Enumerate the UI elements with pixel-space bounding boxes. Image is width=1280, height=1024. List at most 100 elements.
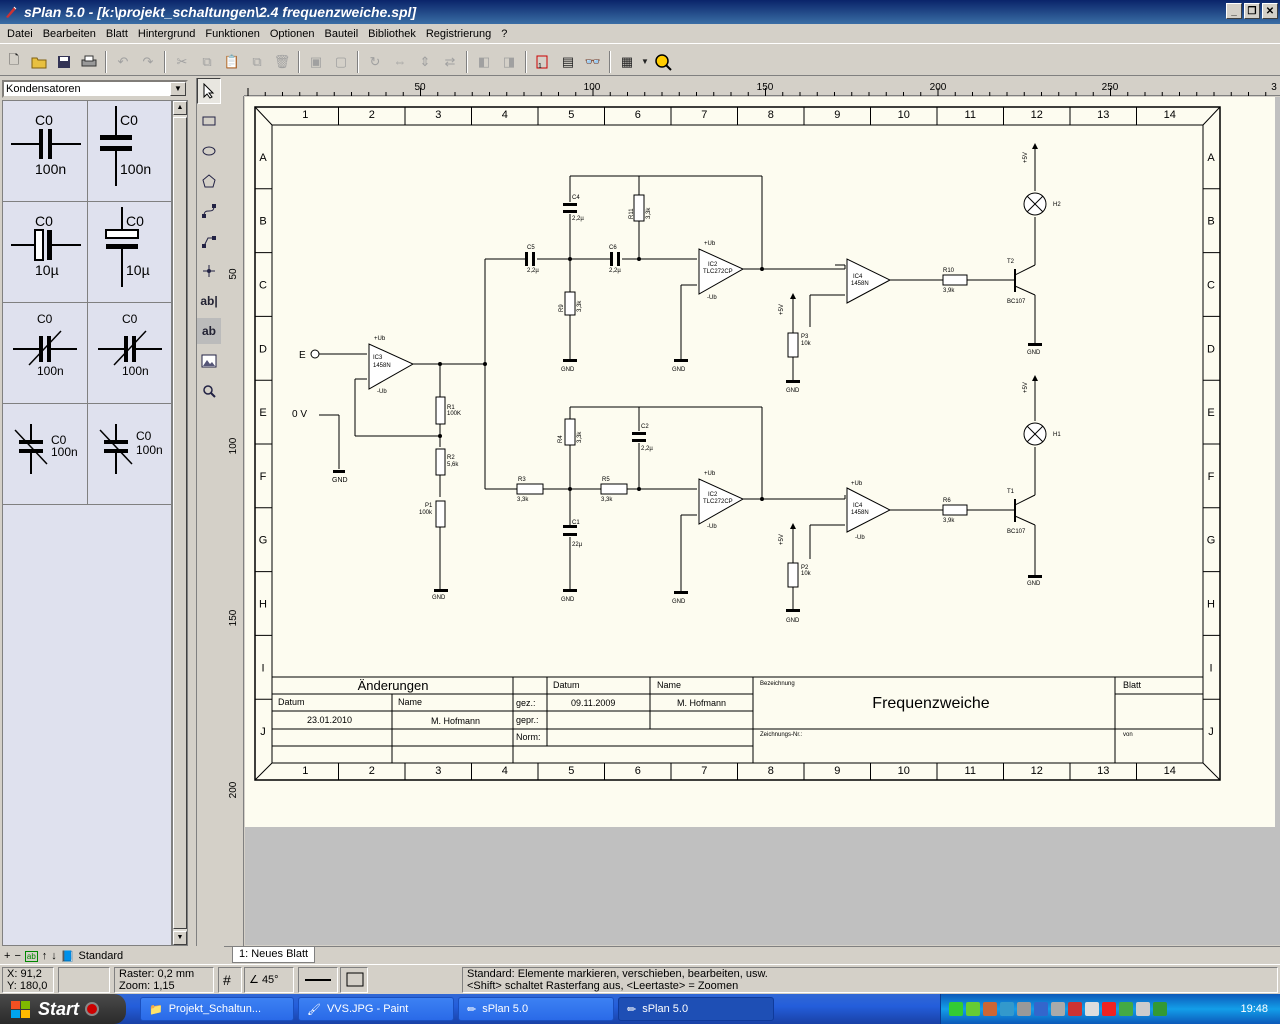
angle-cell[interactable]: ∠ 45° (244, 967, 294, 993)
menu-optionen[interactable]: Optionen (269, 27, 315, 40)
scroll-down-icon[interactable]: ▼ (173, 931, 187, 945)
menu-hintergrund[interactable]: Hintergrund (137, 27, 196, 40)
tray-icon[interactable] (1000, 1002, 1014, 1016)
tray-icon[interactable] (1102, 1002, 1116, 1016)
ellipse-tool-icon[interactable] (197, 138, 221, 164)
component-editor-icon[interactable]: 1 (531, 50, 555, 74)
tray-icon[interactable] (1051, 1002, 1065, 1016)
textbox-tool-icon[interactable]: ab (197, 318, 221, 344)
line-tool-icon[interactable] (197, 228, 221, 254)
ungroup-icon[interactable]: ▢ (334, 53, 348, 69)
arrow-down-icon[interactable]: ↓ (51, 950, 57, 962)
chevron-down-icon[interactable]: ▼ (170, 82, 186, 96)
rotate-icon[interactable]: ↻ (369, 53, 381, 69)
menu-bearbeiten[interactable]: Bearbeiten (42, 27, 96, 40)
flip-icon[interactable]: ⇄ (444, 53, 456, 69)
tray-icon[interactable] (983, 1002, 997, 1016)
h1-label: H1 (1053, 432, 1061, 438)
frame-row-label-right: H (1207, 599, 1215, 611)
task-paint[interactable]: 🖌VVS.JPG - Paint (298, 997, 454, 1021)
parts-list-icon[interactable]: ▤ (561, 53, 575, 69)
open-folder-icon[interactable] (27, 50, 51, 74)
duplicate-icon[interactable]: ⧉ (252, 53, 262, 69)
remove-icon[interactable]: − (14, 950, 21, 962)
undo-icon[interactable]: ↶ (117, 53, 129, 69)
menu-bauteil[interactable]: Bauteil (324, 27, 359, 40)
tray-icon[interactable] (1119, 1002, 1133, 1016)
task-splan-1[interactable]: ✏sPlan 5.0 (458, 997, 614, 1021)
tray-icon[interactable] (1136, 1002, 1150, 1016)
pointer-tool-icon[interactable] (197, 78, 221, 104)
tray-icon[interactable] (949, 1002, 963, 1016)
tray-icon[interactable] (1085, 1002, 1099, 1016)
library-edit-icon[interactable]: ab (24, 950, 38, 962)
component-variable-capacitor[interactable]: C0 100n (3, 303, 88, 404)
task-projekt-schaltungen[interactable]: 📁Projekt_Schaltun... (140, 997, 294, 1021)
tray-icon[interactable] (1153, 1002, 1167, 1016)
library-select[interactable]: Kondensatoren ▼ (2, 80, 188, 98)
add-icon[interactable]: + (4, 950, 11, 962)
menu-funktionen[interactable]: Funktionen (205, 27, 260, 40)
component-trimmer-capacitor-vertical[interactable]: C0 100n (88, 404, 173, 505)
delete-icon[interactable]: 🗑 (273, 53, 291, 69)
save-icon[interactable] (52, 50, 76, 74)
library-scrollbar[interactable]: ▲ ▼ (172, 100, 188, 946)
grid-icon[interactable]: ▦ (620, 53, 634, 69)
frame-row-label-right: A (1207, 152, 1215, 164)
angle-value: 45° (261, 974, 279, 986)
group-icon[interactable]: ▣ (309, 53, 323, 69)
component-capacitor-vertical[interactable]: C0 100n (88, 101, 173, 202)
arrow-up-icon[interactable]: ↑ (41, 950, 48, 962)
component-electrolytic-capacitor-vertical[interactable]: C0 10µ (88, 202, 173, 303)
junction-tool-icon[interactable] (197, 258, 221, 284)
zoom-tool-icon[interactable] (197, 378, 221, 404)
text-tool-icon[interactable]: ab| (200, 294, 218, 308)
redo-icon[interactable]: ↷ (142, 53, 154, 69)
tray-icon[interactable] (966, 1002, 980, 1016)
to-front-icon[interactable]: ◧ (477, 53, 491, 69)
zoom-fit-icon[interactable] (651, 50, 675, 74)
menu-registrierung[interactable]: Registrierung (425, 27, 492, 40)
bezier-tool-icon[interactable] (197, 198, 221, 224)
restore-button[interactable]: ❐ (1244, 3, 1260, 19)
capacitor-c1 (563, 525, 577, 536)
paste-icon[interactable]: 📋 (223, 53, 241, 69)
dropdown-arrow-icon[interactable]: ▼ (641, 57, 649, 66)
polygon-tool-icon[interactable] (197, 168, 221, 194)
scroll-thumb[interactable] (173, 117, 187, 929)
component-electrolytic-capacitor[interactable]: C0 10µ (3, 202, 88, 303)
copy-icon[interactable]: ⧉ (202, 53, 212, 69)
draw-tool-strip: ab| ab (196, 78, 222, 946)
line-width-icon[interactable] (298, 967, 338, 993)
menu-bibliothek[interactable]: Bibliothek (368, 27, 416, 40)
image-tool-icon[interactable] (197, 348, 221, 374)
tab-neues-blatt[interactable]: 1: Neues Blatt (232, 947, 316, 963)
tray-icon[interactable] (1034, 1002, 1048, 1016)
component-variable-capacitor-vertical[interactable]: C0 100n (3, 404, 88, 505)
new-file-icon[interactable]: 🗋 (8, 51, 20, 67)
print-icon[interactable] (77, 50, 101, 74)
to-back-icon[interactable]: ◨ (502, 53, 516, 69)
minimize-button[interactable]: _ (1226, 3, 1242, 19)
menu-help[interactable]: ? (501, 27, 508, 40)
menu-blatt[interactable]: Blatt (105, 27, 128, 40)
grid-toggle-icon[interactable]: # (218, 967, 242, 993)
rectangle-tool-icon[interactable] (197, 108, 221, 134)
start-button[interactable]: Start (0, 994, 126, 1024)
search-binoculars-icon[interactable]: 👓 (584, 53, 602, 69)
tray-icon[interactable] (1068, 1002, 1082, 1016)
close-button[interactable]: ✕ (1262, 3, 1278, 19)
component-trimmer-capacitor[interactable]: C0 100n (88, 303, 173, 404)
scroll-up-icon[interactable]: ▲ (173, 101, 187, 115)
mirror-h-icon[interactable]: ⇔ (393, 54, 407, 69)
cut-icon[interactable]: ✂ (176, 53, 188, 69)
fill-style-icon[interactable] (340, 967, 368, 993)
component-capacitor[interactable]: C0 100n (3, 101, 88, 202)
book-icon[interactable]: 📘 (60, 950, 75, 963)
tray-icon[interactable] (1017, 1002, 1031, 1016)
task-splan-2[interactable]: ✏sPlan 5.0 (618, 997, 774, 1021)
lamp-h1 (1023, 422, 1047, 446)
menu-datei[interactable]: Datei (7, 27, 33, 40)
mirror-v-icon[interactable]: ⇕ (419, 53, 431, 69)
